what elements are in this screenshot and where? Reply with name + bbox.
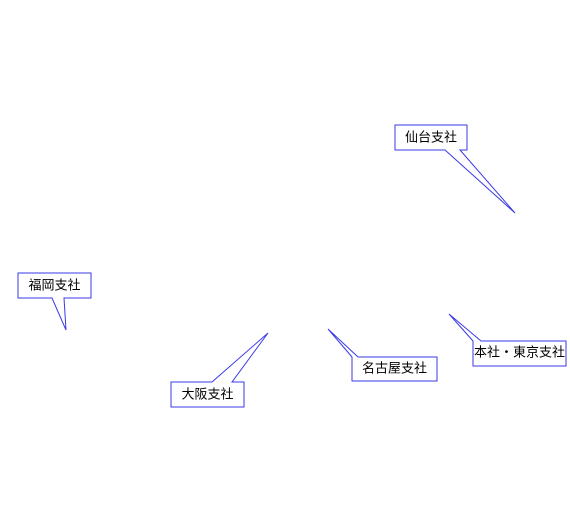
office-label-fukuoka: 福岡支社 [28,278,80,294]
office-label-sendai: 仙台支社 [405,130,457,146]
office-label-tokyo: 本社・東京支社 [474,345,565,361]
callout-osaka[interactable]: 大阪支社 [170,332,269,408]
callout-osaka-shape [170,332,269,408]
callout-sendai-shape [394,124,516,214]
callout-tokyo[interactable]: 本社・東京支社 [448,313,567,367]
office-label-osaka: 大阪支社 [181,387,233,403]
callout-fukuoka-shape [17,272,92,331]
callout-nagoya-shape [327,328,438,382]
callout-sendai[interactable]: 仙台支社 [394,124,516,214]
office-label-nagoya: 名古屋支社 [362,361,427,377]
callout-fukuoka[interactable]: 福岡支社 [17,272,92,331]
callout-tokyo-shape [448,313,567,367]
callout-nagoya[interactable]: 名古屋支社 [327,328,438,382]
